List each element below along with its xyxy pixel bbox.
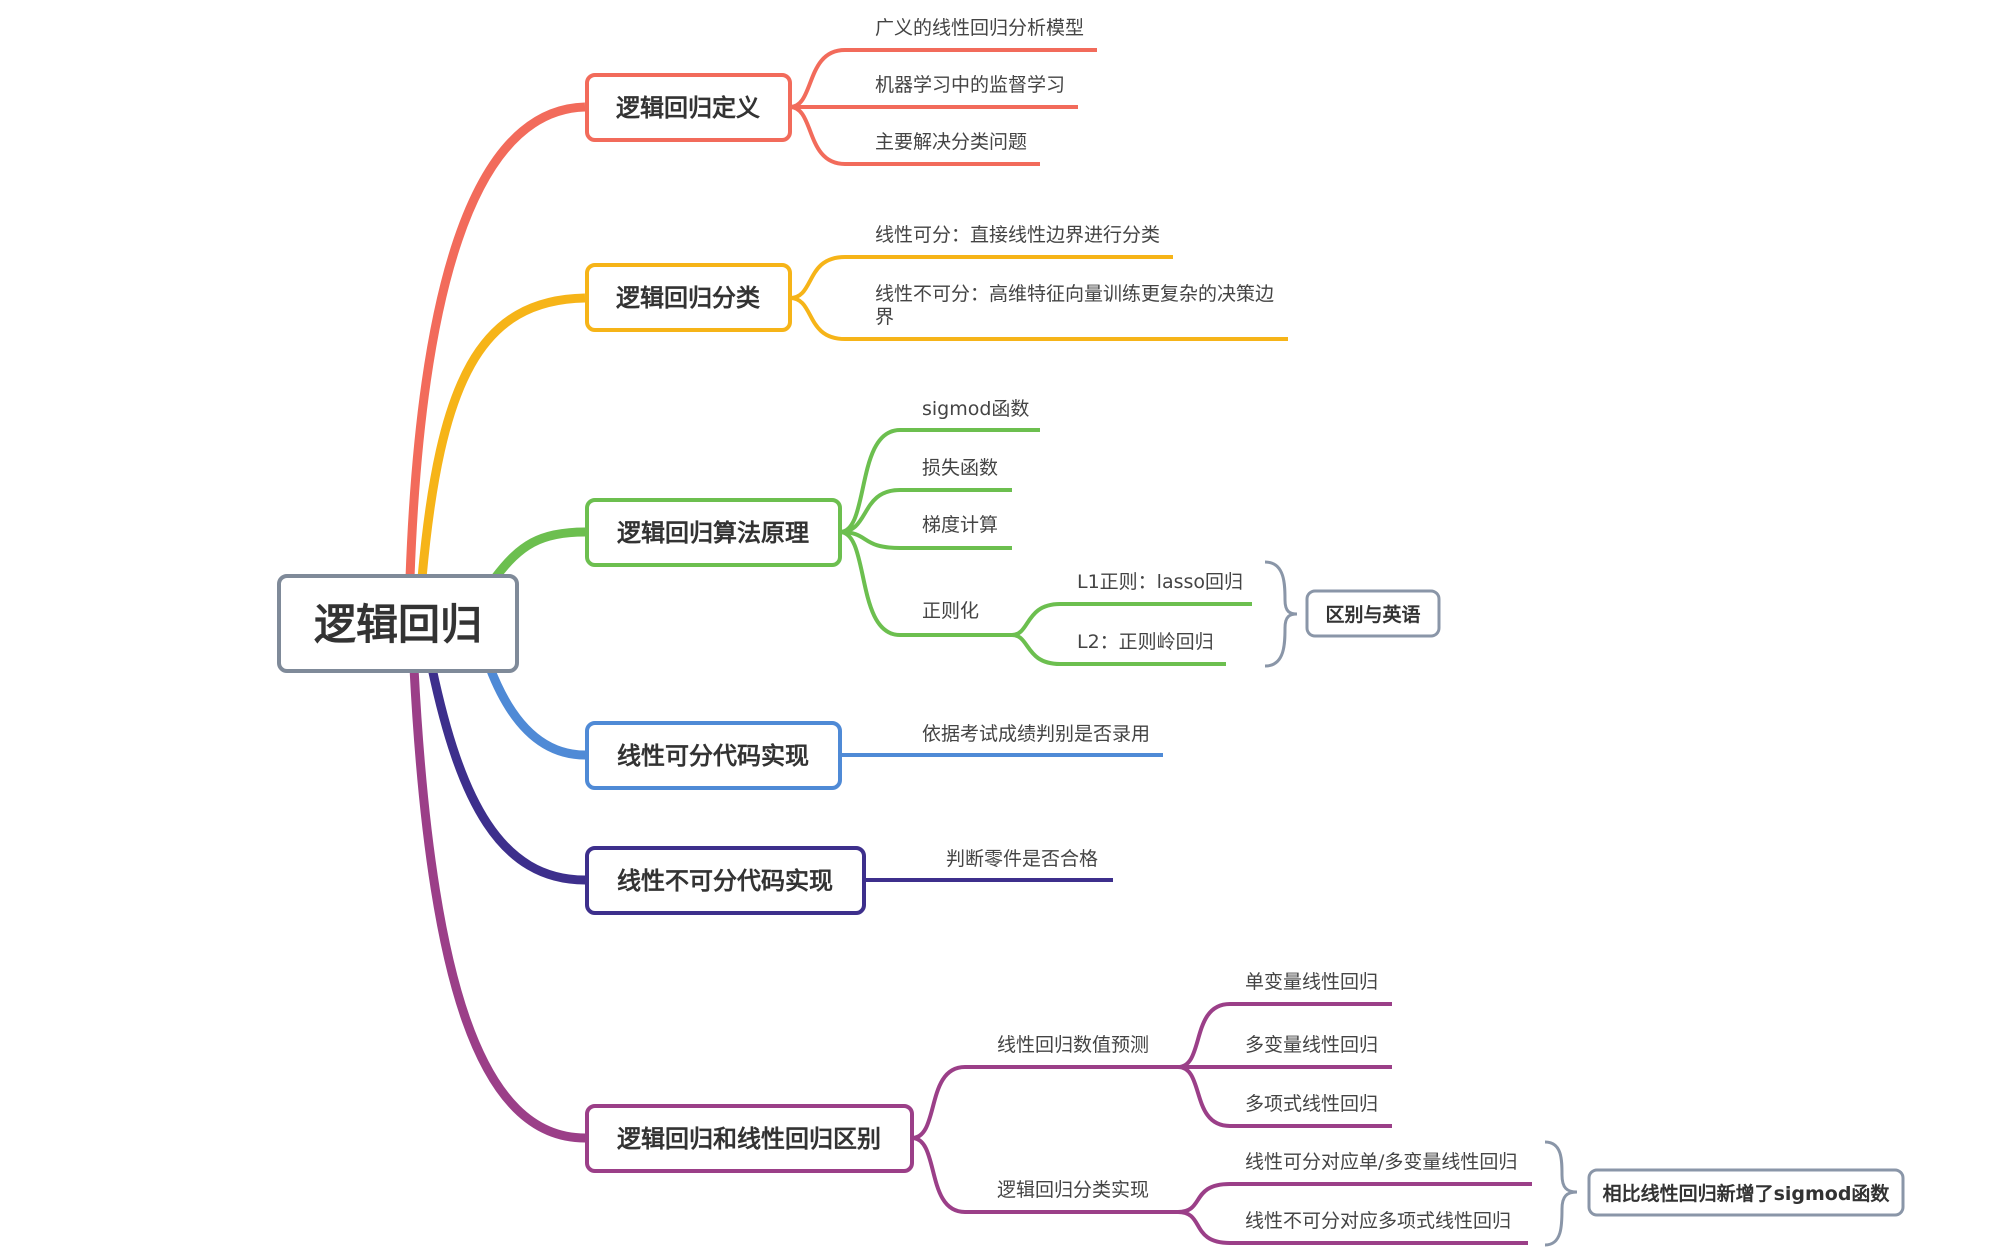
- leaf-linear-3: 多项式线性回归: [1245, 1093, 1378, 1115]
- leaf-gradient: 梯度计算: [922, 514, 998, 536]
- leaf-linear-1: 单变量线性回归: [1245, 971, 1378, 993]
- leaf-l1: L1正则：lasso回归: [1077, 571, 1243, 593]
- node-definition[interactable]: 逻辑回归定义: [585, 73, 792, 142]
- leaf-logistic-1: 线性可分对应单/多变量线性回归: [1245, 1151, 1517, 1173]
- node-definition-label: 逻辑回归定义: [616, 94, 760, 122]
- node-inseparable[interactable]: 线性不可分代码实现: [585, 846, 866, 915]
- node-separable[interactable]: 线性可分代码实现: [585, 721, 842, 790]
- summary-difference-label: 相比线性回归新增了sigmod函数: [1603, 1182, 1891, 1205]
- leaf-logistic-2: 线性不可分对应多项式线性回归: [1245, 1210, 1511, 1232]
- leaf-classification-2: 线性不可分：高维特征向量训练更复杂的决策边: [875, 283, 1274, 305]
- summary-regularization-label: 区别与英语: [1325, 603, 1420, 626]
- brace-difference: [1544, 1140, 1578, 1247]
- leaf-definition-3: 主要解决分类问题: [875, 131, 1027, 153]
- node-principle-label: 逻辑回归算法原理: [617, 519, 809, 547]
- root-connectors: [405, 102, 586, 1143]
- leaf-definition-1: 广义的线性回归分析模型: [875, 17, 1084, 39]
- leaf-separable-1: 依据考试成绩判别是否录用: [922, 723, 1150, 745]
- branch-principle: [839, 428, 1252, 666]
- root-title: 逻辑回归: [314, 600, 482, 649]
- leaf-loss-function: 损失函数: [922, 457, 998, 479]
- connector-definition: [405, 102, 586, 579]
- node-difference-label: 逻辑回归和线性回归区别: [617, 1125, 881, 1153]
- node-separable-label: 线性可分代码实现: [617, 742, 809, 770]
- connector-separable: [485, 666, 586, 760]
- connector-classification: [417, 293, 586, 579]
- connector-difference: [409, 667, 586, 1143]
- node-difference[interactable]: 逻辑回归和线性回归区别: [585, 1104, 914, 1173]
- subnode-linear-regression: 线性回归数值预测: [997, 1034, 1149, 1056]
- root-node[interactable]: 逻辑回归: [277, 574, 519, 673]
- node-inseparable-label: 线性不可分代码实现: [617, 867, 833, 895]
- connector-principle: [491, 527, 586, 581]
- branch-classification: [789, 255, 1288, 341]
- node-classification-label: 逻辑回归分类: [616, 284, 761, 312]
- node-principle[interactable]: 逻辑回归算法原理: [585, 498, 842, 567]
- leaf-classification-2-cont: 界: [875, 306, 894, 328]
- summary-regularization[interactable]: 区别与英语: [1305, 589, 1441, 638]
- branch-definition: [789, 48, 1097, 166]
- node-classification[interactable]: 逻辑回归分类: [585, 263, 792, 332]
- branch-difference: [911, 1002, 1532, 1245]
- leaf-classification-1: 线性可分：直接线性边界进行分类: [875, 224, 1160, 246]
- leaf-inseparable-1: 判断零件是否合格: [946, 848, 1098, 870]
- leaf-regularization: 正则化: [922, 600, 979, 622]
- leaf-linear-2: 多变量线性回归: [1245, 1034, 1378, 1056]
- brace-regularization: [1264, 560, 1298, 668]
- subnode-logistic-classification: 逻辑回归分类实现: [997, 1179, 1149, 1201]
- leaf-sigmod: sigmod函数: [922, 398, 1029, 420]
- connector-inseparable: [427, 667, 586, 885]
- summary-difference[interactable]: 相比线性回归新增了sigmod函数: [1587, 1168, 1905, 1217]
- leaf-l2: L2：正则岭回归: [1077, 631, 1214, 653]
- leaf-definition-2: 机器学习中的监督学习: [875, 74, 1065, 96]
